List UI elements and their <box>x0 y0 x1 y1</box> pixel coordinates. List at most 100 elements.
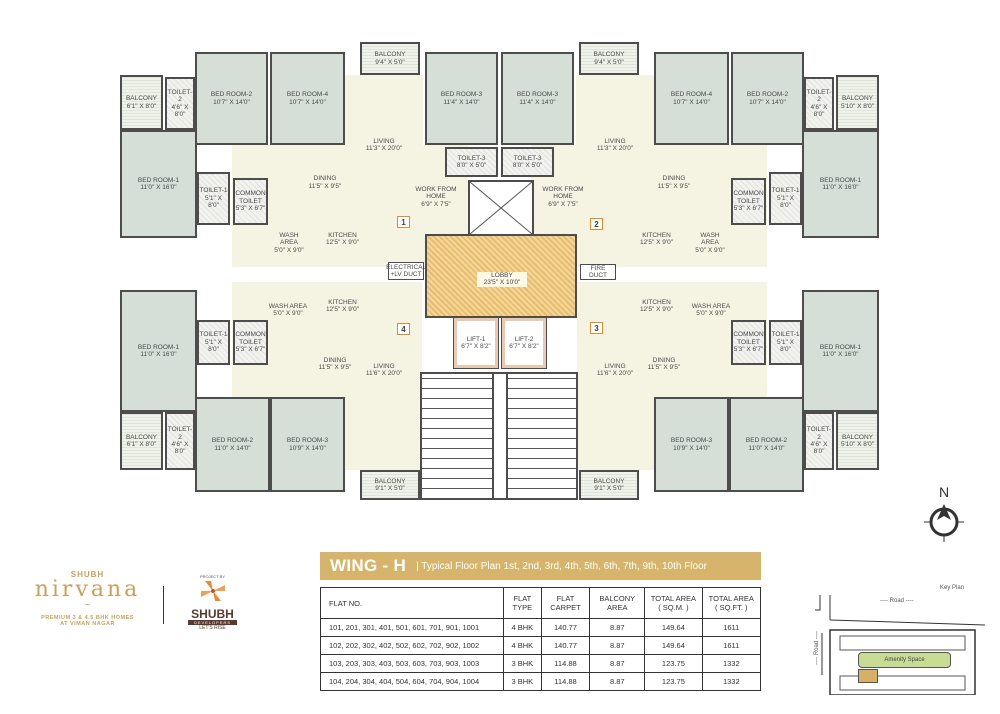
room-dimensions: 5'1" X 8'0" <box>777 338 794 354</box>
north-label: N <box>938 484 950 500</box>
room-name: BED ROOM-2 <box>746 91 789 99</box>
room-dimensions: 4'6" X 8'0" <box>810 441 828 456</box>
room-dimensions: 9'4" X 5'0" <box>375 58 405 66</box>
room-name: DINING <box>323 356 347 364</box>
room-name: FIRE DUCT <box>588 264 608 279</box>
cell-carpet: 114.88 <box>540 654 591 673</box>
lobby: LOBBY 23'5" X 10'0" <box>425 234 577 318</box>
key-plan-title: Key Plan <box>940 585 965 591</box>
room-name: KITCHEN <box>642 231 671 239</box>
logo-swash: ~ <box>84 600 91 611</box>
key-plan: Key Plan ---- Road ---- ---- Road ---- A… <box>810 580 990 695</box>
cell-total-sqft: 1332 <box>701 654 762 673</box>
room-name: BALCONY <box>841 95 874 103</box>
room-dimensions: 4'6" X 8'0" <box>171 103 189 118</box>
room-dimensions: 11'5" X 9'5" <box>657 182 691 190</box>
room-dimensions: 5'0" X 9'0" <box>695 246 725 254</box>
room-name: LIVING <box>373 137 395 145</box>
developer-slogan: LET'S RISE <box>199 625 226 631</box>
room-name: BALCONY <box>593 477 625 485</box>
cell-flat-type: 3 BHK <box>503 672 542 691</box>
room-name: BED ROOM-3 <box>286 437 329 445</box>
tagline-2: AT VIMAN NAGAR <box>60 621 115 627</box>
lift-shaft-core <box>468 180 534 236</box>
room-name: ELECTRICAL +LV DUCT <box>386 263 427 278</box>
table-header-row: FLAT NO. FLAT TYPE FLAT CARPET BALCONY A… <box>320 587 762 619</box>
room-name: TOILET-1 <box>199 187 228 195</box>
room-dimensions: 6'9" X 7'5" <box>548 200 578 208</box>
room-name: TOILET-3 <box>457 154 486 162</box>
cell-balcony: 8.87 <box>589 636 646 655</box>
room-dimensions: 11'3" X 20'0" <box>596 145 634 152</box>
road-top-label: ---- Road ---- <box>880 598 914 604</box>
flat-number-marker: 2 <box>590 218 603 230</box>
room-name: BALCONY <box>593 51 625 59</box>
room-dimensions: 11'6" X 20'0" <box>365 370 403 377</box>
developer-name: SHUBH <box>191 607 234 621</box>
header-total-sqft: TOTAL AREA ( SQ.FT. ) <box>701 587 762 619</box>
room-dimensions: 10'7" X 14'0" <box>213 98 250 106</box>
area-table: FLAT NO. FLAT TYPE FLAT CARPET BALCONY A… <box>320 587 762 691</box>
flat-number-marker: 3 <box>590 322 603 334</box>
room-name: BED ROOM-4 <box>286 91 329 99</box>
room-dimensions: 12'5" X 9'0" <box>325 306 360 313</box>
cell-flat-type: 4 BHK <box>503 636 542 655</box>
room-name: TOILET-1 <box>771 187 800 195</box>
room-dimensions: 9'4" X 5'0" <box>594 58 624 66</box>
header-total-sqm: TOTAL AREA ( SQ.M. ) <box>644 587 703 619</box>
cell-total-sqm: 149.64 <box>644 636 703 655</box>
room-name: COMMON TOILET <box>235 331 266 346</box>
room-name: BED ROOM-2 <box>211 437 254 445</box>
flat-number-marker: 4 <box>397 323 410 335</box>
room-dimensions: 5'0" X 9'0" <box>696 310 726 317</box>
table-row: 104, 204, 304, 404, 504, 604, 704, 904, … <box>320 672 762 691</box>
room-dimensions: 11'4" X 14'0" <box>443 98 480 106</box>
room-dimensions: 4'6" X 8'0" <box>171 441 189 456</box>
lobby-label: LOBBY 23'5" X 10'0" <box>477 272 527 287</box>
room-name: BALCONY <box>125 433 158 441</box>
cell-total-sqft: 1332 <box>701 672 762 691</box>
room-name: BALCONY <box>841 433 874 441</box>
north-compass: N <box>922 484 966 554</box>
lift-2-name: LIFT-2 <box>514 335 534 343</box>
cell-total-sqm: 123.75 <box>644 672 703 691</box>
cell-flat-no: 102, 202, 302, 402, 502, 602, 702, 902, … <box>320 636 504 655</box>
room-dimensions: 11'0" X 14'0" <box>748 444 785 452</box>
compass-icon <box>924 504 964 542</box>
room-name: BED ROOM-4 <box>670 91 713 99</box>
room-dimensions: 8'0" X 5'0" <box>512 162 543 169</box>
room-dimensions: 6'1" X 8'0" <box>126 102 157 110</box>
room-name: BED ROOM-1 <box>819 343 862 351</box>
flat-4-floor <box>345 395 423 470</box>
room-dimensions: 11'0" X 14'0" <box>214 444 251 452</box>
room-name: COMMON TOILET <box>733 331 764 346</box>
cell-total-sqm: 123.75 <box>644 654 703 673</box>
room-dimensions: 11'0" X 16'0" <box>822 184 859 191</box>
header-flat-carpet: FLAT CARPET <box>540 587 591 619</box>
developer-logo: PROJECT BY SHUBH DEVELOPERS LET'S RISE <box>180 574 245 631</box>
cell-flat-no: 104, 204, 304, 404, 504, 604, 704, 904, … <box>320 672 504 691</box>
